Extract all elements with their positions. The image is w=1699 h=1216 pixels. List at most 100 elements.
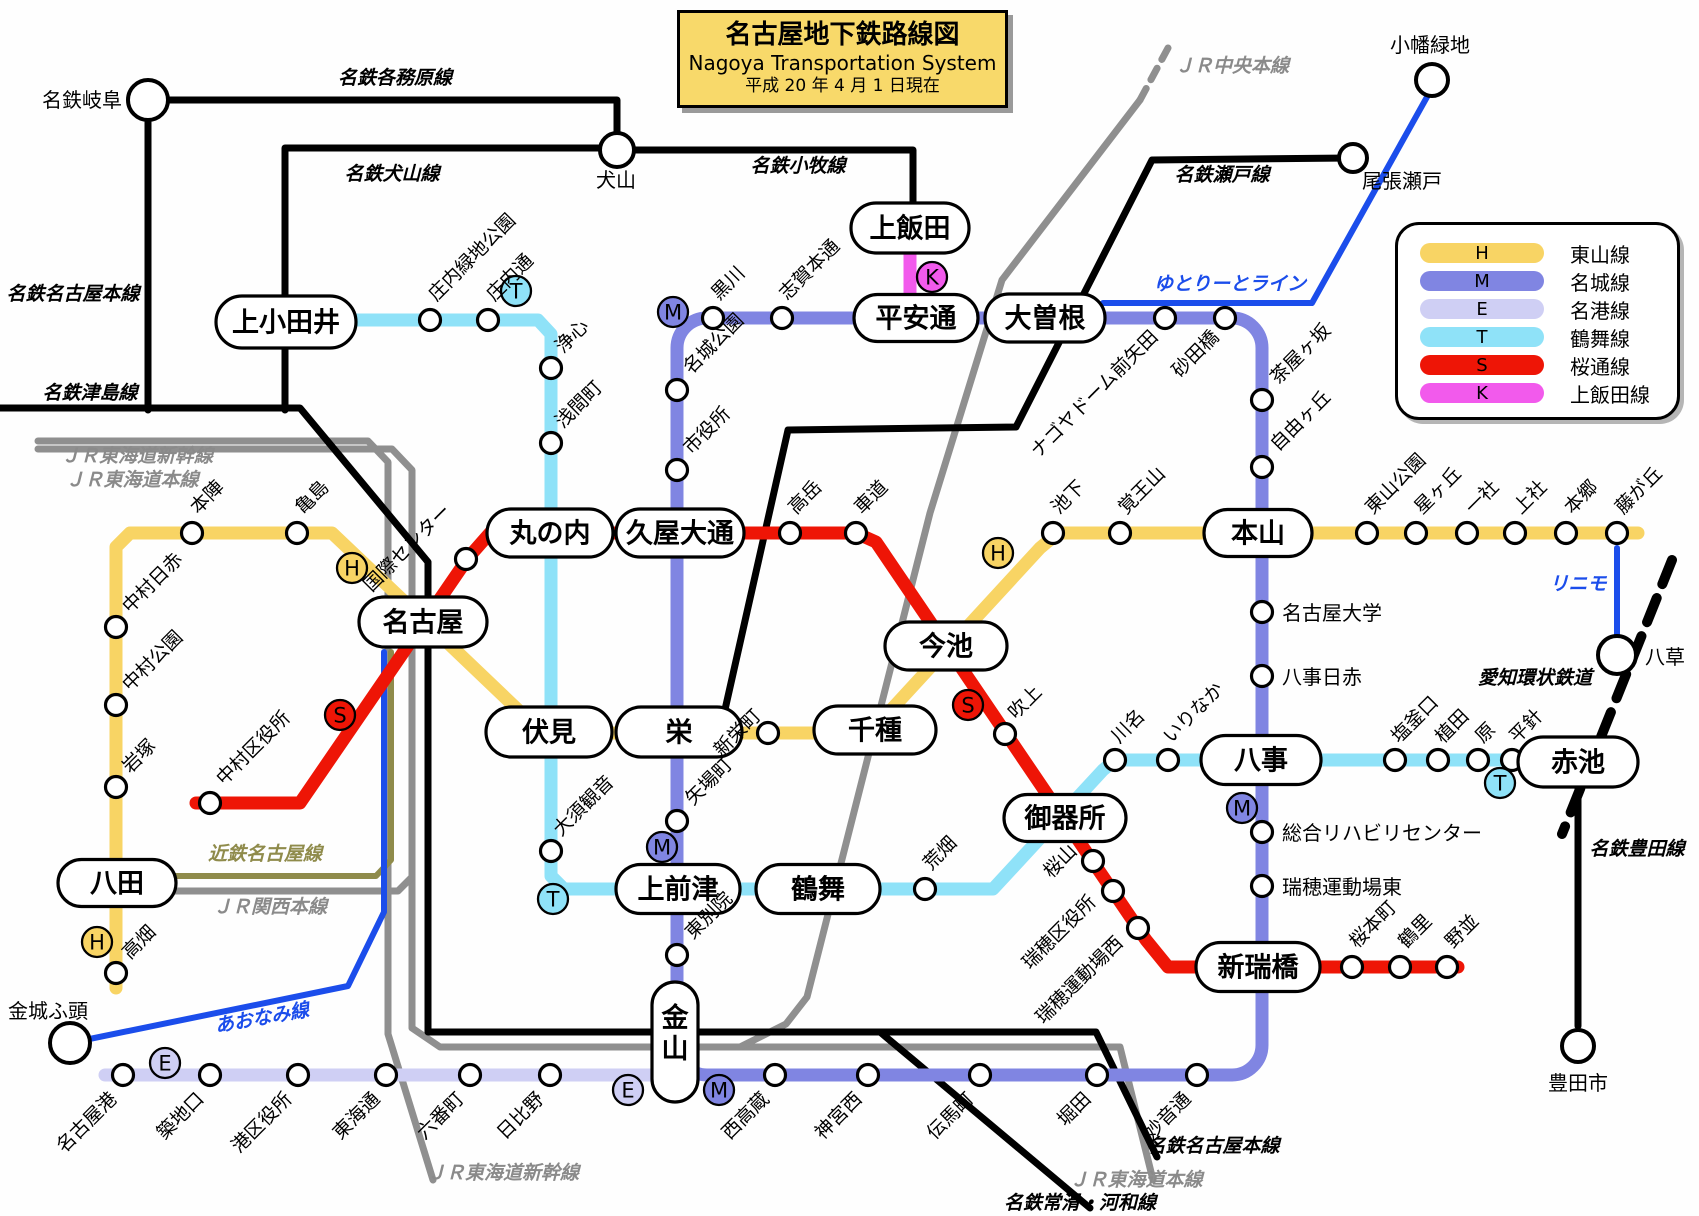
station-矢場町[interactable] [664,808,690,834]
station-荒畑[interactable] [912,876,938,902]
badge-S-icon [323,698,357,732]
station-中村公園[interactable] [103,692,129,718]
station-中村区役所[interactable] [197,790,223,816]
station-いりなか[interactable] [1155,747,1181,773]
station-上飯田[interactable] [849,201,971,255]
badge-E-icon [611,1073,645,1107]
station-自由ヶ丘[interactable] [1249,454,1275,480]
station-本陣[interactable] [179,520,205,546]
station-八草[interactable] [1596,634,1638,676]
station-植田[interactable] [1425,747,1451,773]
station-総合リハビリセンター[interactable] [1249,819,1275,845]
station-築地口[interactable] [197,1062,223,1088]
station-今池[interactable] [883,620,1009,672]
station-上前津[interactable] [614,862,742,916]
station-池下[interactable] [1040,520,1066,546]
station-八事[interactable] [1199,733,1323,787]
station-本郷[interactable] [1553,520,1579,546]
line-jr-kansai-main [76,648,416,895]
station-伏見[interactable] [484,705,614,759]
station-瑞穂区役所[interactable] [1100,878,1126,904]
station-庄内通[interactable] [475,307,501,333]
station-西高蔵[interactable] [762,1062,788,1088]
station-野並[interactable] [1434,954,1460,980]
station-瑞穂運動場東[interactable] [1249,873,1275,899]
station-上小田井[interactable] [214,294,358,350]
station-六番町[interactable] [457,1062,483,1088]
station-八事日赤[interactable] [1249,663,1275,689]
station-千種[interactable] [812,704,938,756]
station-川名[interactable] [1102,747,1128,773]
station-覚王山[interactable] [1107,520,1133,546]
station-鶴舞[interactable] [754,862,882,916]
station-吹上[interactable] [992,721,1018,747]
station-藤が丘[interactable] [1604,520,1630,546]
station-八田[interactable] [56,857,178,909]
station-塩釜口[interactable] [1382,747,1408,773]
badge-letter: M [653,836,671,860]
station-東山公園[interactable] [1354,520,1380,546]
station-label-黒川: 黒川 [707,262,749,304]
station-茶屋ヶ坂[interactable] [1249,387,1275,413]
station-久屋大通[interactable] [614,507,746,559]
station-日比野[interactable] [537,1062,563,1088]
station-庄内緑地公園[interactable] [417,307,443,333]
station-新瑞橋[interactable] [1194,940,1322,994]
station-尾張瀬戸[interactable] [1337,142,1369,174]
station-伝馬町[interactable] [967,1062,993,1088]
station-名古屋[interactable] [357,595,489,649]
station-平安通[interactable] [852,292,980,344]
station-国際センター[interactable] [453,546,479,572]
station-神宮西[interactable] [855,1062,881,1088]
station-砂田橋[interactable] [1212,305,1238,331]
station-鶴里[interactable] [1387,954,1413,980]
station-桜山[interactable] [1080,848,1106,874]
station-本山[interactable] [1202,507,1314,559]
station-大曽根[interactable] [983,292,1107,344]
station-港区役所[interactable] [285,1062,311,1088]
station-浄心[interactable] [538,355,564,381]
station-丸の内[interactable] [485,507,615,559]
station-東別院[interactable] [664,942,690,968]
station-label-八事: 八事 [1234,746,1288,777]
station-名古屋大学[interactable] [1249,599,1275,625]
station-小幡緑地[interactable] [1414,62,1450,98]
station-名古屋港[interactable] [110,1062,136,1088]
station-黒川[interactable] [700,305,726,331]
station-上社[interactable] [1502,520,1528,546]
station-星ヶ丘[interactable] [1403,520,1429,546]
station-高岳[interactable] [777,520,803,546]
station-金城ふ頭[interactable] [48,1021,92,1065]
station-妙音通[interactable] [1184,1062,1210,1088]
station-大須観音[interactable] [538,838,564,864]
station-高畑[interactable] [103,960,129,986]
station-赤池[interactable] [1516,735,1640,789]
station-岩塚[interactable] [103,774,129,800]
station-堀田[interactable] [1084,1062,1110,1088]
station-新栄町[interactable] [755,720,781,746]
station-label-東海通: 東海通 [329,1088,385,1144]
station-東海通[interactable] [373,1062,399,1088]
station-ナゴヤドーム前矢田[interactable] [1152,305,1178,331]
station-名城公園[interactable] [664,377,690,403]
station-名鉄岐阜[interactable] [126,78,170,122]
station-桜本町[interactable] [1339,954,1365,980]
station-瑞穂運動場西[interactable] [1125,915,1151,941]
station-中村日赤[interactable] [103,614,129,640]
station-一社[interactable] [1454,520,1480,546]
station-御器所[interactable] [1002,792,1128,844]
station-志賀本通[interactable] [769,305,795,331]
station-浅間町[interactable] [538,430,564,456]
station-車道[interactable] [843,520,869,546]
station-金山[interactable] [650,980,700,1104]
station-豊田市[interactable] [1560,1028,1596,1064]
station-犬山[interactable] [598,131,636,169]
station-栄[interactable] [614,705,744,759]
station-原[interactable] [1465,747,1491,773]
station-label-今池: 今池 [919,631,973,663]
station-label-総合リハビリセンター: 総合リハビリセンター [1282,821,1482,845]
station-亀島[interactable] [284,520,310,546]
station-市役所[interactable] [664,457,690,483]
